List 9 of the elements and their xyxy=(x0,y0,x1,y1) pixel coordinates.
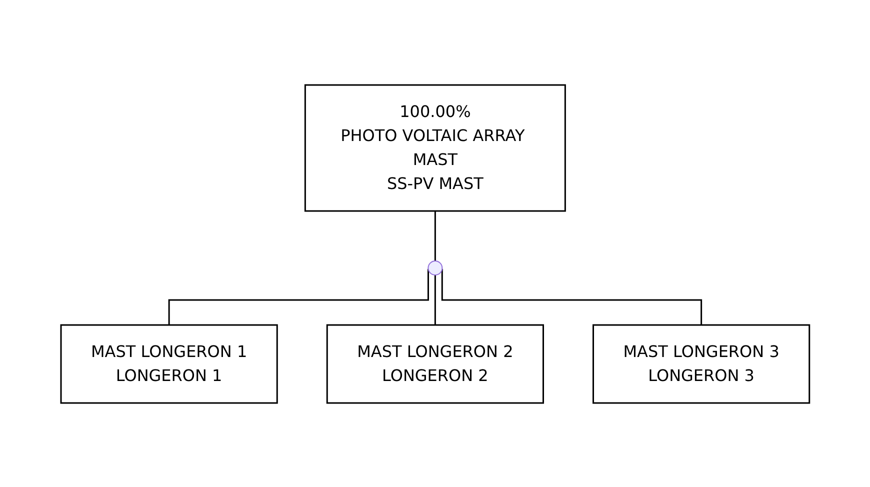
connector xyxy=(168,268,429,326)
node-box: MAST LONGERON 3 LONGERON 3 xyxy=(592,324,810,404)
node-box: MAST LONGERON 1 LONGERON 1 xyxy=(60,324,278,404)
connector xyxy=(441,268,702,326)
connector xyxy=(434,210,436,262)
node-gate xyxy=(428,260,442,275)
connector xyxy=(434,274,436,326)
node-box: MAST LONGERON 2 LONGERON 2 xyxy=(326,324,544,404)
node-box: 100.00% PHOTO VOLTAIC ARRAY MAST SS-PV MAST xyxy=(304,84,566,212)
